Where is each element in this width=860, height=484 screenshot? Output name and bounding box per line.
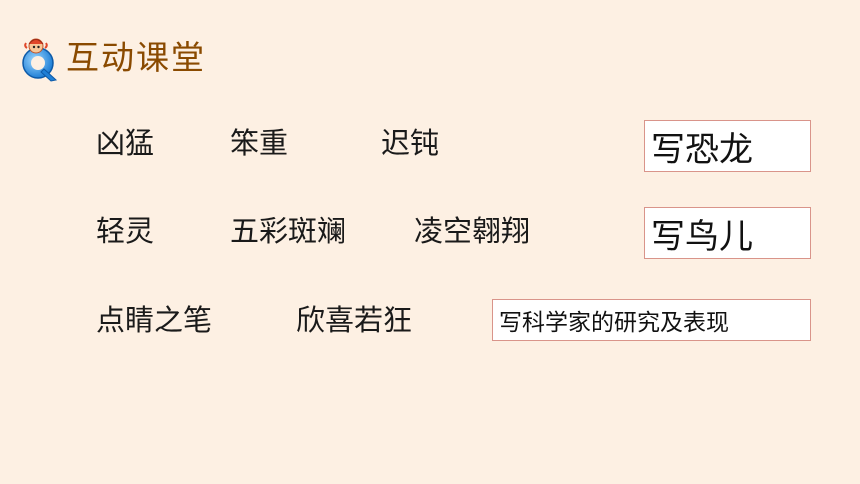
answer-text: 写科学家的研究及表现	[499, 310, 729, 336]
word-item: 笨重	[230, 126, 289, 160]
word-item: 凶猛	[96, 126, 155, 160]
word-item: 凌空翱翔	[414, 214, 531, 248]
q-mascot-icon	[18, 35, 62, 83]
answer-box: 写鸟儿	[644, 207, 811, 259]
word-item: 迟钝	[381, 126, 440, 160]
answer-box: 写恐龙	[644, 120, 811, 172]
answer-text: 写鸟儿	[651, 216, 753, 257]
page-title: 互动课堂	[66, 37, 206, 77]
word-item: 点睛之笔	[96, 303, 213, 337]
word-item: 轻灵	[96, 214, 155, 248]
header: 互动课堂	[18, 32, 206, 86]
answer-text: 写恐龙	[651, 129, 753, 170]
word-item: 欣喜若狂	[296, 303, 413, 337]
answer-box: 写科学家的研究及表现	[492, 299, 811, 341]
word-item: 五彩斑斓	[230, 214, 347, 248]
